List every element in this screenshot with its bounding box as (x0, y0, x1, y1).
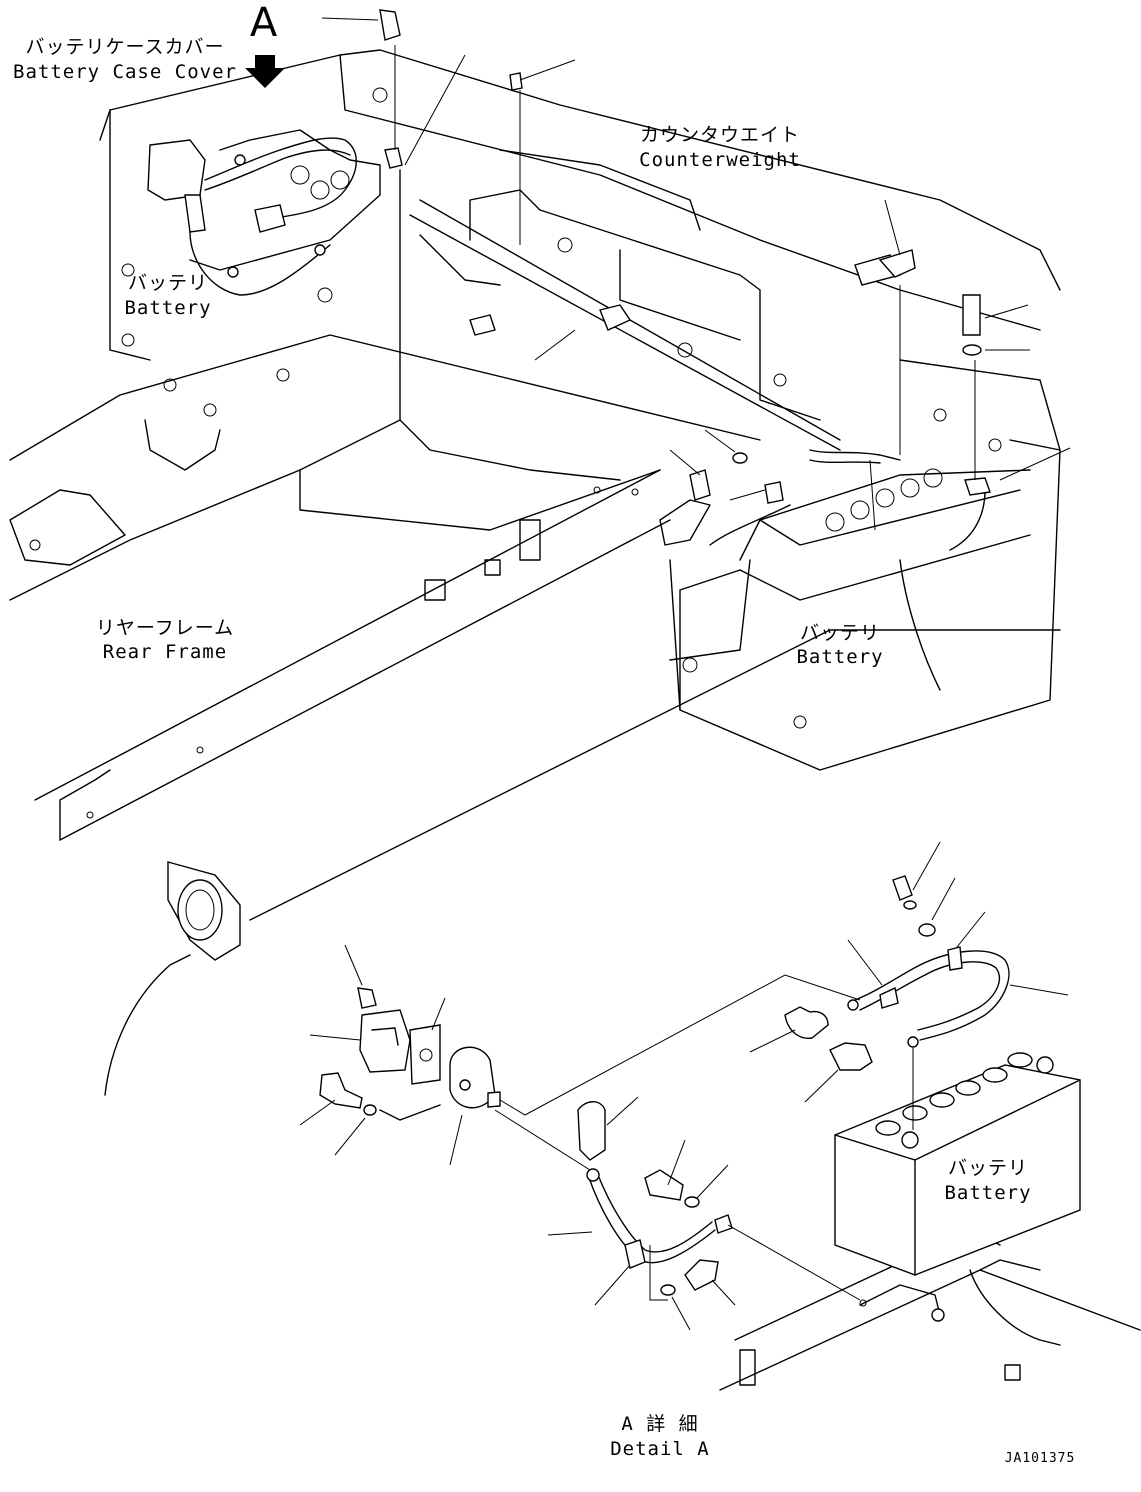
battery-left-label-en: Battery (124, 297, 212, 319)
drawing-code: JA101375 (1004, 1451, 1076, 1466)
counterweight-label-jp: カウンタウエイト (639, 124, 800, 146)
view-arrow (245, 55, 285, 88)
rear-frame (9, 334, 761, 841)
rear-frame-label-jp: リヤーフレーム (95, 617, 235, 639)
detail-battery (834, 1052, 1081, 1276)
view-marker-a: A (249, 0, 279, 46)
battery-left-label-jp: バッテリ (127, 272, 208, 294)
detail-frame (104, 629, 1141, 1391)
detail-relay (319, 987, 501, 1121)
detail-lower-cable (577, 1101, 733, 1296)
counterweight-label-en: Counterweight (639, 149, 801, 171)
left-battery-assembly (147, 9, 523, 296)
detail-a-label-en: Detail A (610, 1438, 710, 1460)
battery-right-label-en: Battery (796, 646, 884, 668)
detail-upper-cable (784, 875, 1010, 1071)
battery-right-label-jp: バッテリ (799, 622, 880, 644)
right-battery-assembly (669, 249, 1061, 771)
battery-detail-label-jp: バッテリ (947, 1157, 1028, 1179)
battery-case-cover-label-en: Battery Case Cover (13, 61, 237, 83)
battery-detail-label-en: Battery (944, 1182, 1032, 1204)
leader-lines-detail (299, 841, 1069, 1331)
leader-lines-upper (321, 17, 1071, 531)
rear-frame-label-en: Rear Frame (102, 641, 228, 663)
detail-a-label-jp: A 詳 細 (621, 1413, 699, 1435)
battery-case-cover-label-jp: バッテリケースカバー (25, 36, 225, 58)
cable-tube (409, 199, 841, 451)
counterweight (99, 49, 1061, 421)
